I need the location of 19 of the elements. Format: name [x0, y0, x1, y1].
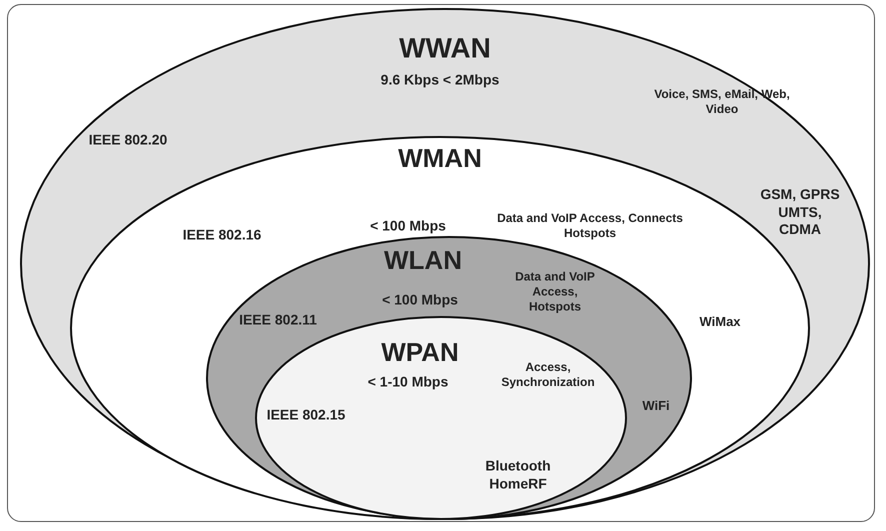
standard-text: IEEE 802.11 — [238, 311, 318, 329]
usage-text: Data and VoIP Access, Hotspots — [514, 270, 596, 314]
standard-text: IEEE 802.20 — [88, 131, 168, 149]
data-rate-text: 9.6 Kbps < 2Mbps — [380, 71, 500, 89]
standard-text: IEEE 802.16 — [182, 226, 262, 244]
technology-text: WiMax — [698, 314, 742, 330]
network-heading: WMAN — [397, 142, 483, 174]
technology-text: Bluetooth HomeRF — [484, 458, 552, 492]
data-rate-text: < 100 Mbps — [369, 217, 447, 235]
usage-text: Data and VoIP Access, Connects Hotspots — [496, 211, 684, 241]
technology-text: GSM, GPRS UMTS, CDMA — [759, 186, 841, 238]
data-rate-text: < 1-10 Mbps — [366, 373, 450, 391]
usage-text: Access, Synchronization — [500, 360, 596, 390]
network-heading: WWAN — [398, 32, 492, 66]
usage-text: Voice, SMS, eMail, Web, Video — [653, 87, 791, 117]
data-rate-text: < 100 Mbps — [381, 291, 459, 309]
technology-text: WiFi — [641, 398, 671, 414]
network-heading: WPAN — [380, 336, 460, 368]
standard-text: IEEE 802.15 — [266, 406, 346, 424]
